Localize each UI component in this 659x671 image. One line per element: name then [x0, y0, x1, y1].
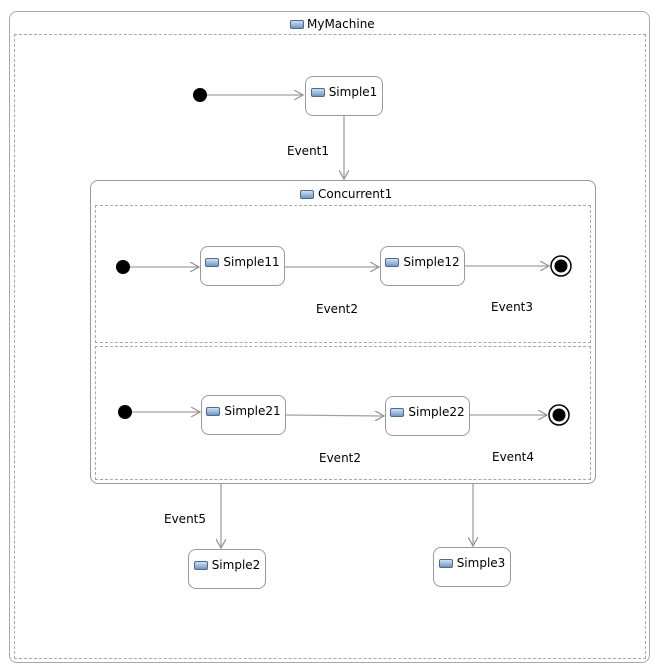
machine-title[interactable]: MyMachine: [290, 17, 375, 31]
state-label: Simple22: [408, 405, 465, 419]
state-icon: [438, 558, 453, 568]
concurrent-name: Concurrent1: [318, 187, 393, 201]
machine-name: MyMachine: [307, 17, 375, 31]
state-simple22[interactable]: Simple22: [385, 396, 470, 436]
state-simple3[interactable]: Simple3: [433, 547, 511, 587]
region-2: [95, 346, 591, 480]
state-label: Simple1: [328, 85, 378, 99]
event-label-event1[interactable]: Event1: [287, 144, 330, 158]
machine-region: [14, 34, 646, 659]
state-label: Simple11: [223, 255, 280, 269]
state-simple12[interactable]: Simple12: [380, 246, 465, 286]
state-simple1[interactable]: Simple1: [305, 76, 383, 116]
machine-frame: [9, 11, 650, 663]
state-label: Simple3: [456, 556, 506, 570]
state-icon: [385, 257, 400, 267]
state-icon: [206, 406, 221, 416]
state-simple11[interactable]: Simple11: [200, 246, 285, 286]
initial-state-region-2: [118, 405, 132, 419]
state-label: Simple2: [211, 558, 261, 572]
state-icon: [310, 87, 325, 97]
initial-state-machine: [193, 88, 207, 102]
state-label: Simple12: [403, 255, 460, 269]
state-simple2[interactable]: Simple2: [188, 549, 266, 589]
state-simple21[interactable]: Simple21: [201, 395, 286, 435]
event-label-region2-event2[interactable]: Event2: [319, 451, 362, 465]
transition-simple21-simple22: [285, 415, 384, 416]
state-label: Simple21: [224, 404, 281, 418]
state-icon: [205, 257, 220, 267]
state-icon: [193, 560, 208, 570]
final-state-region-1-core: [554, 259, 568, 273]
initial-state-region-1: [116, 260, 130, 274]
event-label-region1-event2[interactable]: Event2: [316, 302, 359, 316]
region-1: [95, 205, 591, 343]
state-icon: [390, 407, 405, 417]
machine-icon: [290, 19, 304, 29]
final-state-region-2-core: [552, 408, 566, 422]
event-label-region2-event4[interactable]: Event4: [492, 450, 535, 464]
concurrent-state[interactable]: [90, 180, 596, 484]
state-icon: [300, 189, 314, 199]
event-label-region1-event3[interactable]: Event3: [491, 300, 534, 314]
event-label-event5[interactable]: Event5: [164, 512, 207, 526]
concurrent-title: Concurrent1: [300, 187, 392, 201]
